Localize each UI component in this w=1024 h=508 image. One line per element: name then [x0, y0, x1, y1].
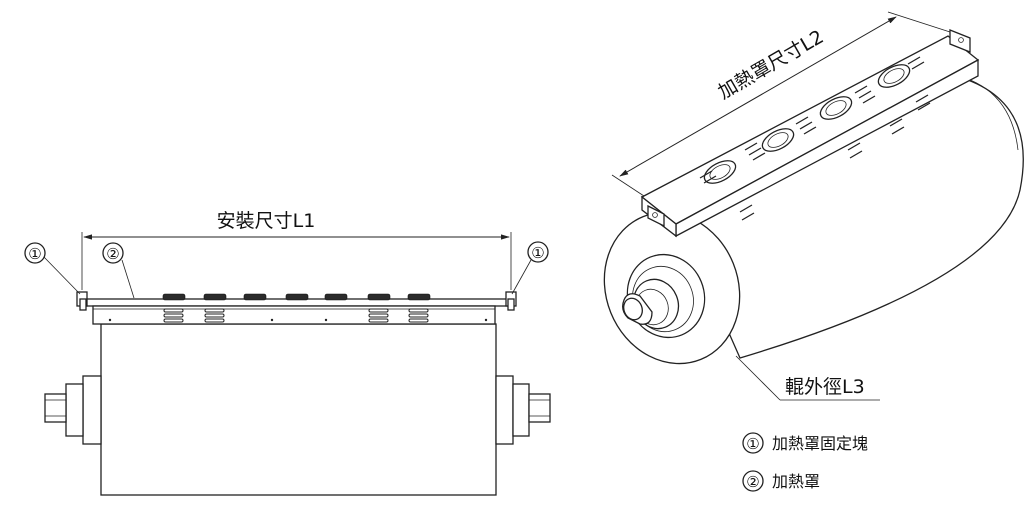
left-shaft	[44, 375, 102, 445]
svg-text:①: ①	[531, 244, 544, 262]
svg-text:②: ②	[746, 473, 759, 491]
roller-od-label: 輥外徑L3	[785, 376, 865, 398]
roller-od-leader	[735, 355, 880, 401]
install-size-label: 安裝尺寸L1	[217, 210, 316, 232]
legend-item-2: ② 加熱罩	[742, 470, 820, 492]
hood-size-label: 加熱罩尺寸L2	[715, 26, 828, 104]
callout-1-left: ①	[24, 242, 81, 295]
vent-slots-front	[163, 308, 429, 323]
dimension-l2	[611, 11, 951, 197]
svg-text:②: ②	[106, 245, 119, 263]
fans-front	[162, 293, 431, 301]
svg-text:①: ①	[746, 435, 759, 453]
dimension-l1	[81, 232, 512, 290]
legend-item-1: ① 加熱罩固定塊	[742, 432, 868, 454]
isometric-view: 加熱罩尺寸L2 輥外徑L3	[603, 11, 1024, 401]
callout-1-right: ①	[511, 241, 549, 295]
front-view: 安裝尺寸L1 ① ② ①	[24, 210, 551, 496]
legend: ① 加熱罩固定塊 ② 加熱罩	[742, 432, 868, 492]
legend-text-2: 加熱罩	[772, 472, 820, 491]
callout-2: ②	[102, 242, 135, 299]
svg-text:①: ①	[28, 245, 41, 263]
legend-text-1: 加熱罩固定塊	[772, 434, 868, 453]
roller-body-front	[100, 323, 497, 496]
right-shaft	[495, 375, 551, 445]
